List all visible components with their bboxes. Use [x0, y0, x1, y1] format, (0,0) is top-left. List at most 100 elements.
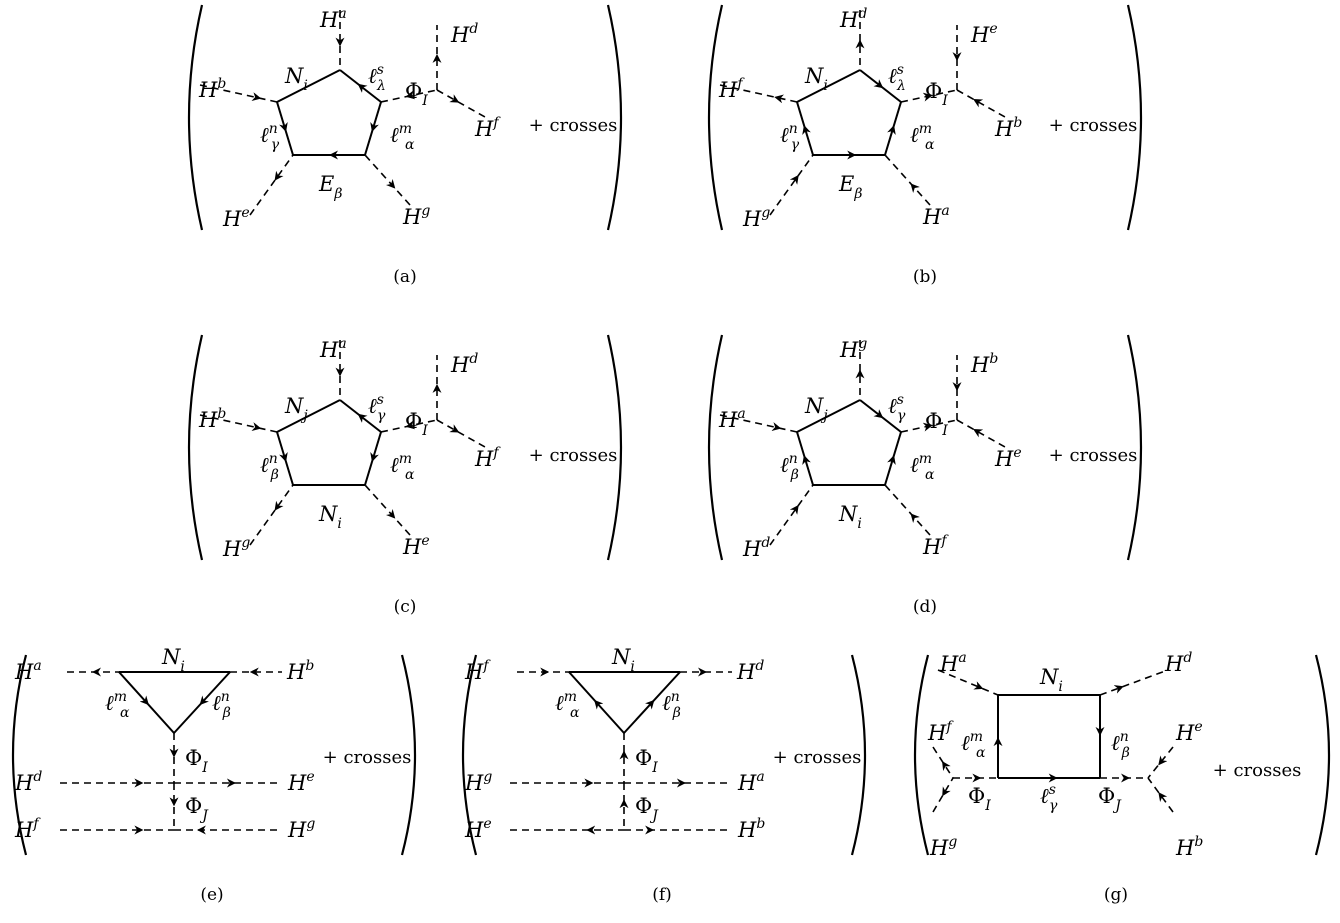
label-subscript: β [222, 705, 231, 721]
label-subscript: i [630, 659, 634, 675]
label-base: ℓ [555, 691, 564, 715]
field-label: Hb [994, 115, 1022, 141]
label-base: H [14, 818, 34, 842]
label-base: H [286, 660, 306, 684]
label-subscript: I [201, 760, 208, 776]
field-label: He [402, 533, 430, 559]
label-base: H [1164, 652, 1184, 676]
label-superscript: b [1013, 115, 1022, 131]
crosses-label: + crosses [1213, 760, 1302, 781]
label-subscript: J [1112, 798, 1122, 814]
field-label: ΦI [405, 79, 428, 109]
label-base: H [718, 78, 738, 102]
scalar-propagator [364, 484, 411, 536]
label-superscript: a [338, 6, 346, 22]
label-superscript: g [241, 535, 250, 551]
field-label: Ni [838, 502, 862, 532]
scalar-propagator [719, 414, 798, 433]
label-base: H [1175, 721, 1195, 745]
label-base: H [737, 771, 757, 795]
label-subscript: I [941, 423, 948, 439]
label-superscript: g [483, 769, 492, 785]
label-superscript: g [306, 816, 315, 832]
label-superscript: a [737, 406, 745, 422]
label-subscript: i [823, 78, 827, 94]
label-base: H [1175, 836, 1195, 860]
label-superscript: g [858, 336, 867, 352]
scalar-propagator [436, 89, 486, 118]
label-superscript: b [756, 816, 765, 832]
fermion-propagator [276, 101, 294, 156]
label-base: H [222, 537, 242, 561]
label-superscript: b [217, 76, 226, 92]
fermion-propagator [796, 431, 814, 486]
field-label: Hd [14, 769, 42, 795]
label-base: ℓ [888, 64, 897, 88]
label-subscript: β [333, 186, 342, 202]
field-label: Ni [284, 64, 308, 94]
field-label: Hf [922, 533, 949, 559]
label-base: H [402, 535, 422, 559]
left-parenthesis [707, 334, 724, 561]
label-superscript: e [306, 769, 314, 785]
label-base: ℓ [910, 123, 919, 147]
label-superscript: n [789, 451, 798, 467]
label-subscript: γ [377, 408, 386, 424]
label-superscript: d [469, 21, 478, 37]
label-subscript: β [1121, 745, 1130, 761]
field-label: Ha [922, 203, 950, 229]
field-label: Hg [929, 834, 957, 860]
label-base: H [742, 537, 762, 561]
label-superscript: d [761, 535, 770, 551]
field-label: Hd [736, 658, 764, 684]
field-label: ΦI [405, 409, 428, 439]
label-superscript: s [897, 392, 904, 408]
field-label: He [222, 205, 250, 231]
label-base: H [464, 660, 484, 684]
label-superscript: d [33, 769, 42, 785]
field-label: ΦJ [635, 794, 659, 824]
label-subscript: α [120, 705, 130, 721]
label-superscript: d [755, 658, 764, 674]
right-parenthesis [850, 654, 867, 856]
field-label: Hb [970, 351, 998, 377]
label-subscript: λ [376, 78, 386, 94]
label-superscript: f [736, 76, 745, 92]
field-label: Nj [804, 394, 828, 424]
label-base: Φ [968, 784, 985, 808]
left-parenthesis [461, 654, 478, 856]
label-superscript: e [241, 205, 249, 221]
left-parenthesis [913, 654, 930, 856]
field-label: Ha [319, 336, 347, 362]
scalar-propagator [199, 84, 278, 103]
label-superscript: b [989, 351, 998, 367]
label-subscript: i [180, 659, 184, 675]
label-subscript: J [649, 808, 659, 824]
label-base: H [737, 818, 757, 842]
label-base: H [929, 836, 949, 860]
label-subscript: α [405, 467, 415, 483]
label-base: H [970, 23, 990, 47]
right-parenthesis [606, 334, 623, 561]
label-superscript: f [482, 658, 491, 674]
field-label: Ha [14, 658, 42, 684]
label-base: H [319, 8, 339, 32]
field-label: He [970, 21, 998, 47]
label-base: N [838, 502, 858, 526]
crosses-label: + crosses [529, 445, 618, 466]
field-label: Hf [474, 115, 501, 141]
label-base: ℓ [662, 691, 671, 715]
label-base: H [927, 721, 947, 745]
caption: (a) [393, 267, 416, 287]
label-base: H [736, 660, 756, 684]
label-superscript: d [858, 6, 867, 22]
label-superscript: n [789, 121, 798, 137]
